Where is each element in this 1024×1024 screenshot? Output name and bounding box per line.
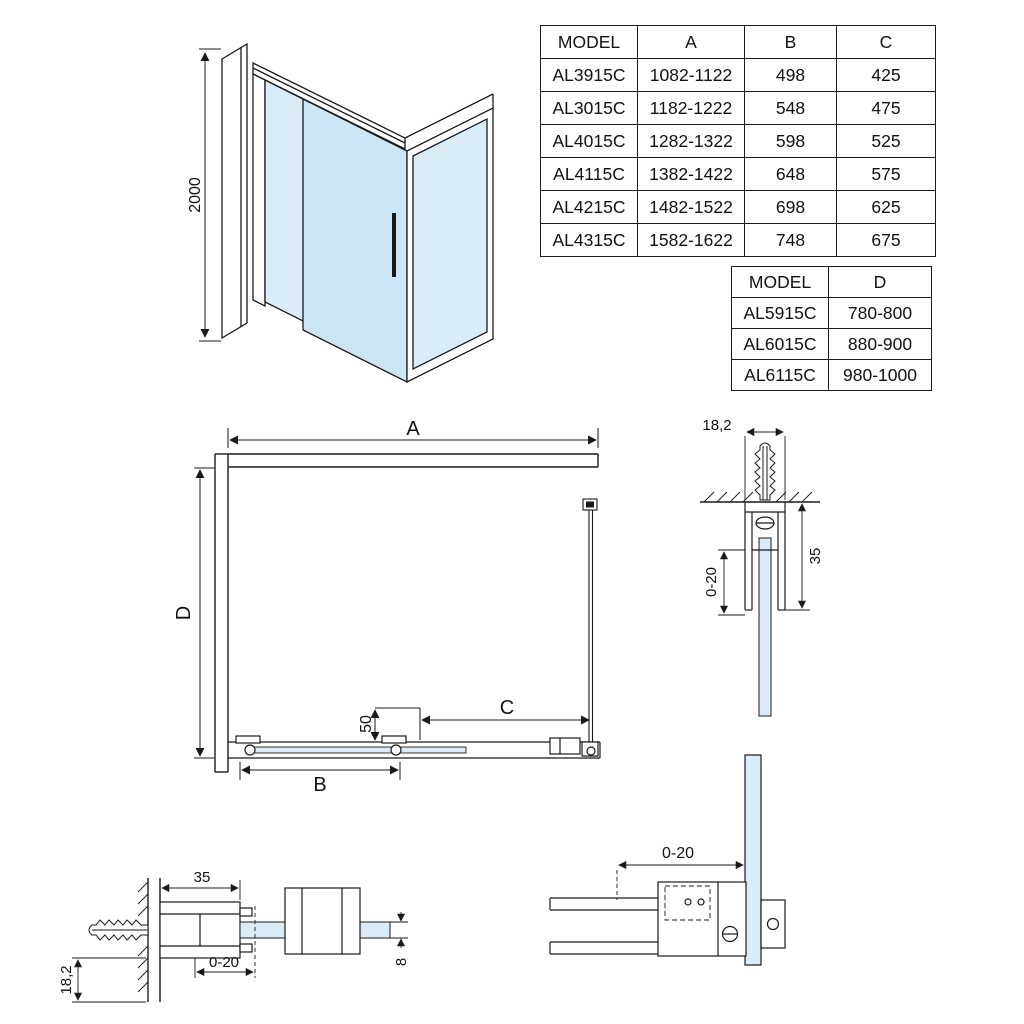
dim-label-35: 35: [807, 548, 824, 565]
cell-model: AL5915C: [731, 297, 829, 329]
isometric-view-drawing: 2000: [187, 42, 494, 384]
dim-label-0-20: 0-20: [703, 567, 720, 597]
side-glass-panel: [404, 93, 494, 384]
dimension-b: [239, 762, 401, 780]
height-dimension-2000: [199, 48, 221, 342]
table-row: AL6015C 880-900: [731, 328, 932, 360]
dim-label-a: A: [406, 420, 420, 440]
plan-view-drawing: A D C: [173, 420, 601, 795]
dimension-d: [194, 467, 214, 759]
cell-b: 498: [744, 58, 837, 92]
dim-label-35: 35: [194, 869, 211, 886]
dimension-a: [227, 428, 599, 448]
dim-label-b: B: [313, 774, 326, 795]
corner-connection-detail: 0-20: [549, 754, 786, 966]
dimension-8: [390, 912, 408, 948]
col-header-model: MODEL: [731, 266, 829, 298]
cell-b: 748: [744, 223, 837, 257]
dimension-0-20: [194, 958, 254, 978]
cell-a: 1582-1622: [637, 223, 745, 257]
cell-a: 1082-1122: [637, 58, 745, 92]
top-wall-plan: [228, 453, 599, 468]
col-header-d: D: [828, 266, 932, 298]
cell-d: 980-1000: [828, 359, 932, 391]
cell-model: AL4015C: [540, 124, 638, 158]
cell-a: 1382-1422: [637, 157, 745, 191]
cell-a: 1482-1522: [637, 190, 745, 224]
dimension-0-20: [616, 860, 744, 900]
left-wall-plan: [214, 453, 229, 773]
wall-hatching: [137, 878, 161, 1002]
table-header-row: MODEL D: [731, 266, 932, 298]
glass-pane-section: [758, 537, 772, 717]
cell-model: AL3915C: [540, 58, 638, 92]
cell-c: 425: [836, 58, 936, 92]
cell-b: 698: [744, 190, 837, 224]
col-header-b: B: [744, 25, 837, 59]
cell-a: 1282-1322: [637, 124, 745, 158]
cell-model: AL4215C: [540, 190, 638, 224]
table-row: AL4115C 1382-1422 648 575: [540, 157, 936, 191]
wall-profile-body: [159, 901, 253, 959]
cell-model: AL4315C: [540, 223, 638, 257]
table-row: AL5915C 780-800: [731, 297, 932, 329]
dim-label-d: D: [173, 606, 195, 620]
dimension-c: [419, 708, 590, 740]
wall-profile-strip: [252, 72, 266, 308]
top-track: [252, 61, 406, 151]
dim-label-2000: 2000: [187, 177, 204, 213]
cell-model: AL6015C: [731, 328, 829, 360]
cell-a: 1182-1222: [637, 91, 745, 125]
table-row: AL4315C 1582-1622 748 675: [540, 223, 936, 257]
wall-profile-section-side: 35 0-20 18,2 8: [58, 869, 410, 1003]
col-header-a: A: [637, 25, 745, 59]
cell-c: 475: [836, 91, 936, 125]
cell-c: 675: [836, 223, 936, 257]
cell-b: 648: [744, 157, 837, 191]
dim-label-18-2: 18,2: [702, 417, 731, 434]
cell-c: 625: [836, 190, 936, 224]
table-row: AL3915C 1082-1122 498 425: [540, 58, 936, 92]
corner-bracket-block: [657, 881, 747, 957]
col-header-c: C: [836, 25, 936, 59]
cell-model: AL3015C: [540, 91, 638, 125]
dimension-18-2: [744, 427, 786, 500]
spec-table-abc: MODEL A B C AL3915C 1082-1122 498 425 AL…: [540, 25, 936, 257]
cell-d: 780-800: [828, 297, 932, 329]
dimension-0-20-vertical: [718, 549, 745, 616]
dimension-35-vertical: [785, 501, 810, 611]
cell-model: AL4115C: [540, 157, 638, 191]
cell-b: 548: [744, 91, 837, 125]
table-row: AL4015C 1282-1322 598 525: [540, 124, 936, 158]
wall-profile-body: [744, 502, 786, 611]
dim-label-c: C: [500, 697, 514, 719]
side-panel-plan: [582, 498, 598, 744]
cell-c: 575: [836, 157, 936, 191]
dimension-18-2: [72, 957, 146, 1003]
col-header-model: MODEL: [540, 25, 638, 59]
door-profile-section: [284, 887, 361, 955]
dim-label-18-2: 18,2: [58, 965, 75, 994]
wall-anchor-dowel: [754, 442, 776, 501]
side-glass-section: [744, 754, 762, 966]
wall-profile-section-top: 18,2: [700, 417, 824, 717]
dim-label-0-20: 0-20: [662, 845, 694, 862]
table-row: AL4215C 1482-1522 698 625: [540, 190, 936, 224]
table-header-row: MODEL A B C: [540, 25, 936, 59]
wall-panel: [221, 42, 248, 340]
table-row: AL3015C 1182-1222 548 475: [540, 91, 936, 125]
door-track-plan: [228, 735, 601, 759]
cell-c: 525: [836, 124, 936, 158]
dim-label-8: 8: [393, 958, 410, 966]
dimension-35: [159, 880, 241, 900]
cell-b: 598: [744, 124, 837, 158]
cell-model: AL6115C: [731, 359, 829, 391]
dim-label-0-20: 0-20: [209, 954, 239, 971]
spec-table-d: MODEL D AL5915C 780-800 AL6015C 880-900 …: [731, 266, 932, 391]
table-row: AL6115C 980-1000: [731, 359, 932, 391]
cell-d: 880-900: [828, 328, 932, 360]
dimension-50: [370, 707, 420, 741]
glass-clamp-bracket: [760, 899, 786, 949]
dim-label-50: 50: [358, 715, 375, 733]
